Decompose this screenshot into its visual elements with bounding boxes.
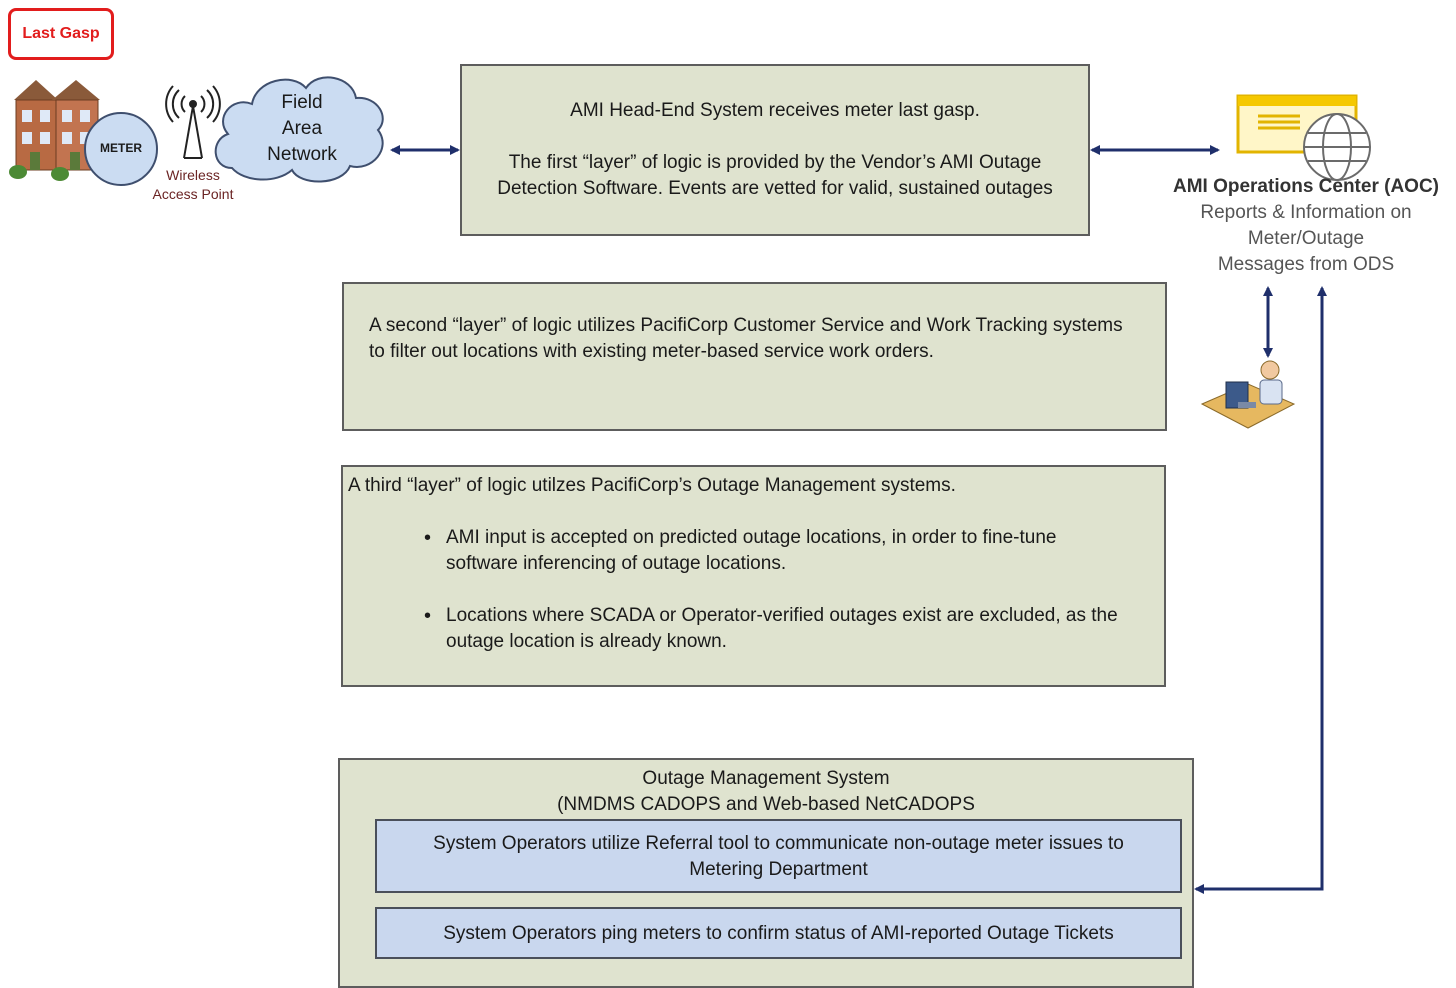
ping-box: System Operators ping meters to confirm … [375, 907, 1182, 959]
oms-subtitle: (NMDMS CADOPS and Web-based NetCADOPS [557, 794, 975, 815]
network-line: Network [267, 144, 337, 165]
referral-line: Metering Department [689, 859, 868, 880]
ping-line: System Operators ping meters to confirm … [443, 923, 1114, 944]
meter-label: METER [100, 141, 142, 155]
aoc-title: AMI Operations Center (AOC) [1172, 176, 1440, 197]
layer3-box: A third “layer” of logic utilzes PacifiC… [341, 465, 1166, 687]
headend-line: AMI Head-End System receives meter last … [570, 100, 980, 121]
referral-box: System Operators utilize Referral tool t… [375, 819, 1182, 893]
aoc-line: Reports & Information on [1200, 202, 1412, 223]
last-gasp-label: Last Gasp [8, 8, 114, 60]
bullet-item: AMI input is accepted on predicted outag… [424, 525, 1164, 577]
layer2-box: A second “layer” of logic utilizes Pacif… [342, 282, 1167, 431]
headend-line: Detection Software. Events are vetted fo… [497, 178, 1053, 199]
antenna-icon [165, 85, 221, 159]
bullet-line: AMI input is accepted on predicted outag… [446, 527, 1057, 548]
access-point-label: Wireless Access Point [140, 166, 246, 204]
network-line: Area [281, 118, 323, 139]
referral-line: System Operators utilize Referral tool t… [433, 833, 1124, 854]
headend-box: AMI Head-End System receives meter last … [460, 64, 1090, 236]
bullet-item: Locations where SCADA or Operator-verifi… [424, 603, 1164, 655]
headend-line: The first “layer” of logic is provided b… [508, 152, 1042, 173]
layer3-title: A third “layer” of logic utilzes PacifiC… [348, 475, 956, 496]
access-point-line: Access Point [152, 186, 234, 202]
access-point-line: Wireless [166, 167, 220, 183]
layer2-line: to filter out locations with existing me… [369, 341, 934, 362]
field-area-network-label: Field Area Network [252, 90, 352, 168]
cloud-icon [214, 76, 384, 183]
aoc-line: Meter/Outage [1247, 228, 1365, 249]
aoc-text: AMI Operations Center (AOC) Reports & In… [1166, 174, 1446, 278]
window-globe-icon [1236, 94, 1371, 181]
layer3-bullets: AMI input is accepted on predicted outag… [424, 525, 1164, 655]
meter-icon [84, 112, 158, 186]
connector-arrows [390, 145, 1327, 894]
network-line: Field [281, 92, 323, 113]
aoc-line: Messages from ODS [1217, 254, 1395, 275]
house-icon [9, 80, 58, 179]
oms-title: Outage Management System [642, 768, 890, 789]
bullet-line: software inferencing of outage locations… [446, 553, 787, 574]
layer2-line: A second “layer” of logic utilizes Pacif… [369, 315, 1123, 336]
bullet-line: Locations where SCADA or Operator-verifi… [446, 605, 1118, 626]
operator-icon [1200, 360, 1296, 429]
bullet-line: outage location is already known. [446, 631, 727, 652]
